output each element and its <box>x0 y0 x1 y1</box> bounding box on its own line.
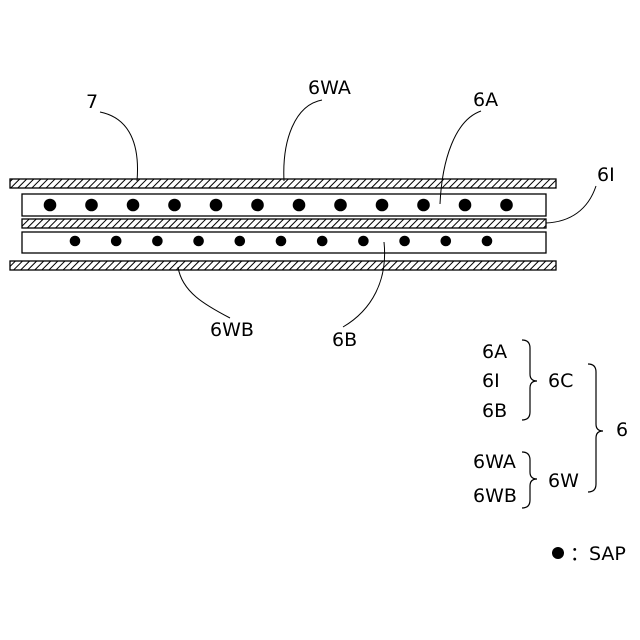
sap-particle <box>376 199 389 212</box>
legend-6wa: 6WA <box>473 451 516 473</box>
sap-particle <box>441 236 452 247</box>
sap-particle <box>276 236 287 247</box>
brace-6 <box>588 364 603 492</box>
sap-particle <box>459 199 472 212</box>
top-wrap-sheet-6wa <box>10 179 556 188</box>
legend-6w: 6W <box>548 470 579 492</box>
label-6a: 6A <box>473 89 498 111</box>
label-6wb: 6WB <box>210 319 254 341</box>
sap-particle <box>399 236 410 247</box>
leader-line-6b <box>343 242 385 327</box>
sap-particle <box>85 199 98 212</box>
leader-line-7 <box>100 112 138 181</box>
leader-line-6a <box>440 111 481 204</box>
sap-particle <box>210 199 223 212</box>
brace-6c <box>522 340 537 420</box>
legend-6b: 6B <box>482 400 507 422</box>
sap-particle <box>193 236 204 247</box>
leader-line-6i <box>546 186 596 223</box>
label-6b: 6B <box>332 329 357 351</box>
sap-particle <box>235 236 246 247</box>
sap-particle <box>127 199 140 212</box>
sap-key-dot-icon <box>552 547 564 559</box>
sap-particle <box>417 199 430 212</box>
label-6i: 6I <box>597 164 615 186</box>
sap-key-label: ：SAP <box>570 543 626 565</box>
sap-particle <box>500 199 513 212</box>
sap-particle <box>317 236 328 247</box>
intermediate-layer-6i <box>22 219 546 228</box>
legend-6: 6 <box>616 419 628 441</box>
sap-particle <box>358 236 369 247</box>
leader-line-6wa <box>284 100 322 181</box>
brace-6w <box>522 452 537 508</box>
sap-particle <box>111 236 122 247</box>
legend-6wb: 6WB <box>473 485 517 507</box>
leader-line-6wb <box>178 267 230 318</box>
sap-particle <box>251 199 264 212</box>
legend-6a: 6A <box>482 341 507 363</box>
sap-particle <box>293 199 306 212</box>
label-6wa: 6WA <box>308 77 351 99</box>
sap-particle <box>482 236 493 247</box>
legend-6c: 6C <box>548 370 573 392</box>
legend-6i: 6I <box>482 370 500 392</box>
sap-particle <box>70 236 81 247</box>
bottom-wrap-sheet-6wb <box>10 261 556 270</box>
label-7: 7 <box>86 91 98 113</box>
sap-particle <box>152 236 163 247</box>
sap-particle <box>334 199 347 212</box>
sap-particle <box>44 199 57 212</box>
sap-particle <box>168 199 181 212</box>
